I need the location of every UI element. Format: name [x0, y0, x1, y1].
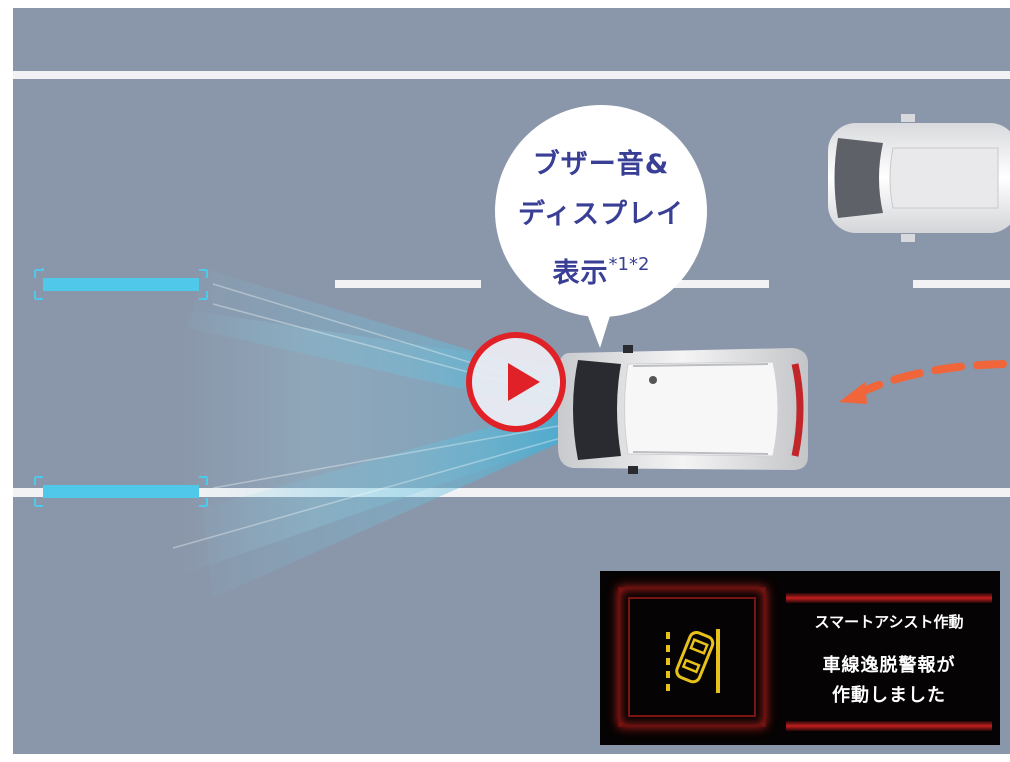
speech-bubble-tail: [578, 290, 618, 348]
detected-lane-marker-lower: [34, 476, 208, 507]
alert-speech-bubble: [495, 105, 707, 317]
lane-departure-icon: [666, 629, 720, 693]
bubble-line-2: ディスプレイ: [517, 199, 685, 230]
lane-dash: [623, 280, 769, 288]
warning-icon-frame: [618, 587, 766, 727]
road-edge-line-top: [13, 71, 1010, 79]
road-edge-line-bottom: [13, 488, 1010, 497]
play-icon: [508, 363, 540, 401]
panel-accent-bar-top: [786, 593, 992, 603]
bubble-line-3: 表示*1*2: [495, 240, 707, 299]
panel-message-line-1: 車線逸脱警報が: [822, 655, 956, 676]
panel-message: 車線逸脱警報が 作動しました: [786, 651, 992, 711]
panel-message-line-2: 作動しました: [832, 685, 946, 706]
panel-accent-bar-bottom: [786, 721, 992, 731]
lane-dash: [335, 280, 481, 288]
meter-display-panel: スマートアシスト作動 車線逸脱警報が 作動しました: [600, 571, 1000, 745]
lane-drift-arrow: [839, 360, 1007, 404]
lane-dash: [913, 280, 1010, 288]
bubble-footnote: *1*2: [608, 254, 650, 275]
own-car: [558, 345, 808, 474]
bubble-line-1: ブザー音&: [532, 149, 670, 180]
panel-title: スマートアシスト作動: [814, 613, 964, 631]
bubble-line-3-text: 表示: [552, 258, 609, 289]
detected-lane-marker-upper: [34, 268, 208, 300]
alert-bubble-text: ブザー音& ディスプレイ 表示*1*2: [495, 140, 707, 299]
oncoming-car: [828, 114, 1010, 242]
play-video-button[interactable]: [466, 332, 566, 432]
sensor-beam-lower: [203, 398, 593, 598]
